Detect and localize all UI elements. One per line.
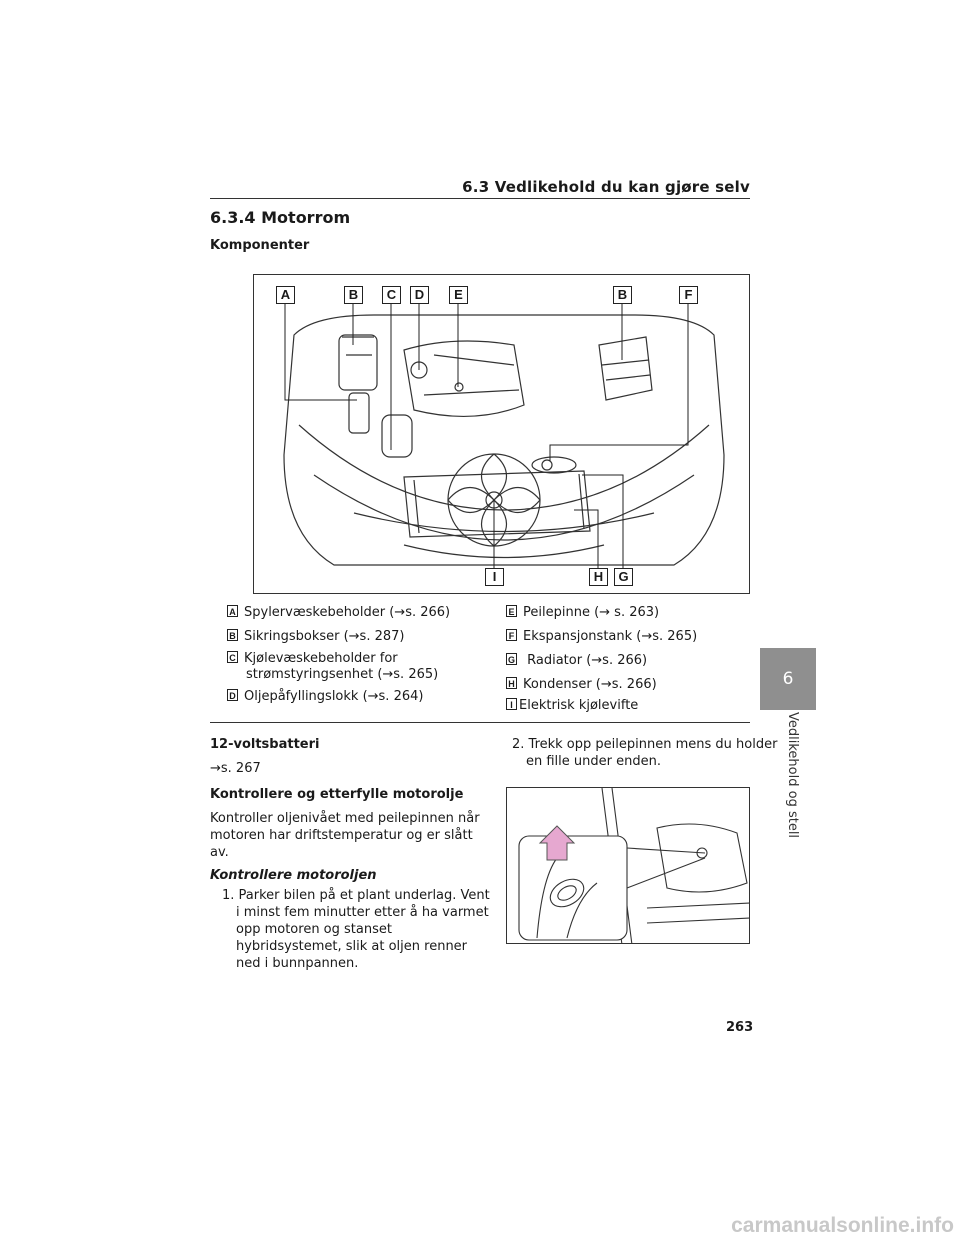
legend-text: Peilepinne (→ s. 263) (523, 605, 660, 620)
page-number: 263 (726, 1020, 754, 1035)
step-1: 1. Parker bilen på et plant underlag. Ve… (222, 887, 490, 972)
legend-key: F (506, 629, 517, 641)
callout-c: C (382, 286, 401, 304)
legend-key: B (227, 629, 238, 641)
legend-text: Oljepåfyllingslokk (→s. 264) (244, 689, 424, 704)
oil-heading: Kontrollere og etterfylle motorolje (210, 787, 464, 802)
callout-b: B (344, 286, 363, 304)
step-2: 2. Trekk opp peilepinnen mens du holder … (512, 736, 777, 770)
legend-text-continued: strømstyringsenhet (→s. 265) (246, 667, 439, 682)
legend-item-e: E Peilepinne (→ s. 263) (506, 605, 659, 621)
engine-compartment-drawing (283, 302, 725, 570)
legend-text: Kjølevæskebeholder for (244, 651, 398, 666)
legend-key: G (506, 653, 517, 665)
dipstick-figure (506, 787, 750, 944)
battery-reference: →s. 267 (210, 761, 261, 776)
oil-paragraph: Kontroller oljenivået med peilepinnen nå… (210, 810, 480, 861)
legend-item-f: F Ekspansjonstank (→s. 265) (506, 629, 697, 645)
battery-heading: 12-voltsbatteri (210, 737, 320, 752)
step-1-line: opp motoren og stanset (236, 922, 392, 937)
legend-item-a: A Spylervæskebeholder (→s. 266) (227, 605, 450, 621)
legend-key: C (227, 651, 238, 663)
dipstick-drawing (518, 788, 749, 943)
legend-item-c: C Kjølevæskebeholder for strømstyringsenh… (227, 651, 438, 682)
callout-a: A (276, 286, 295, 304)
watermark: carmanualsonline.info (731, 1214, 954, 1237)
oil-paragraph-line: Kontroller oljenivået med peilepinnen nå… (210, 811, 480, 826)
callout-g: G (614, 568, 633, 586)
oil-paragraph-line: motoren har driftstemperatur og er slått (210, 828, 473, 843)
section-subtitle: Komponenter (210, 238, 310, 253)
section-title: 6.3.4 Motorrom (210, 208, 351, 227)
legend-text: Sikringsbokser (→s. 287) (244, 629, 405, 644)
callout-b-right: B (613, 286, 632, 304)
header-rule (210, 198, 750, 199)
section-rule (210, 722, 750, 723)
chapter-tab: 6 (760, 648, 816, 710)
legend-text: Kondenser (→s. 266) (523, 677, 657, 692)
callout-f: F (679, 286, 698, 304)
callout-h: H (589, 568, 608, 586)
legend-key: E (506, 605, 517, 617)
legend-item-b: B Sikringsbokser (→s. 287) (227, 629, 404, 645)
check-oil-heading: Kontrollere motoroljen (210, 868, 377, 883)
step-2-line: 2. Trekk opp peilepinnen mens du holder (512, 737, 778, 752)
step-1-line: 1. Parker bilen på et plant underlag. Ve… (222, 888, 490, 903)
legend-item-g: G Radiator (→s. 266) (506, 653, 647, 669)
oil-paragraph-line: av. (210, 845, 229, 860)
legend-key: H (506, 677, 517, 689)
callout-d: D (410, 286, 429, 304)
legend-item-d: D Oljepåfyllingslokk (→s. 264) (227, 689, 423, 705)
engine-compartment-figure: A B C D E B F I H G (253, 274, 750, 594)
callout-i: I (485, 568, 504, 586)
step-1-line: hybridsystemet, slik at oljen renner (236, 939, 468, 954)
legend-key: I (506, 698, 517, 710)
legend-key: A (227, 605, 238, 617)
callout-e: E (449, 286, 468, 304)
chapter-header-title: 6.3 Vedlikehold du kan gjøre selv (462, 178, 750, 196)
legend-key: D (227, 689, 238, 701)
legend-item-h: H Kondenser (→s. 266) (506, 677, 657, 693)
step-1-line: ned i bunnpannen. (236, 956, 359, 971)
step-1-line: i minst fem minutter etter å ha varmet (236, 905, 489, 920)
chapter-tab-label: Vedlikehold og stell (785, 712, 800, 839)
step-2-line: en fille under enden. (526, 754, 661, 769)
legend-text: Spylervæskebeholder (→s. 266) (244, 605, 451, 620)
legend-text: Ekspansjonstank (→s. 265) (523, 629, 698, 644)
legend-text: Radiator (→s. 266) (523, 653, 648, 668)
legend-text: Elektrisk kjølevifte (519, 698, 639, 713)
